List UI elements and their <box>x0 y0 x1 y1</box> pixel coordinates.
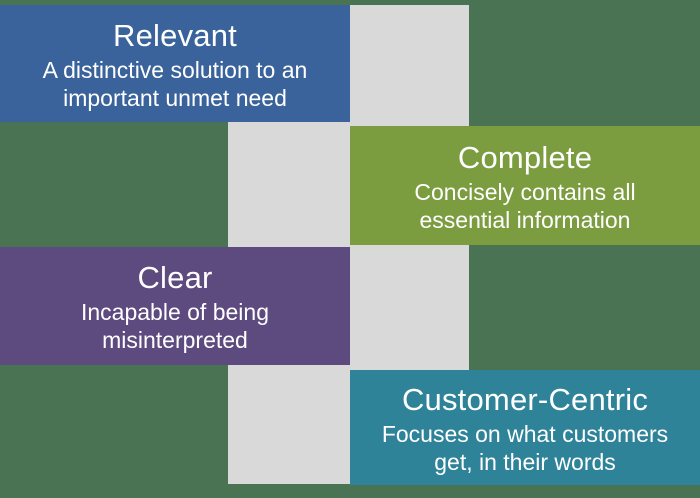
box-complete-subtitle-line1: Concisely contains all <box>414 178 636 205</box>
box-clear-title: Clear <box>137 260 213 295</box>
box-complete-subtitle-line2: essential information <box>419 206 631 233</box>
box-clear: Clear Incapable of being misinterpreted <box>0 247 350 365</box>
box-clear-subtitle-line2: misinterpreted <box>102 327 248 353</box>
box-relevant-subtitle-line2: important unmet need <box>63 84 287 111</box>
box-relevant: Relevant A distinctive solution to an im… <box>0 5 350 122</box>
box-customer-centric-subtitle-line2: get, in their words <box>434 448 616 475</box>
box-relevant-subtitle-line1: A distinctive solution to an <box>42 56 308 83</box>
box-relevant-title: Relevant <box>113 17 237 53</box>
box-customer-centric-title: Customer-Centric <box>401 381 649 417</box>
box-customer-centric-subtitle-line1: Focuses on what customers <box>381 420 669 447</box>
box-complete: Complete Concisely contains all essentia… <box>350 126 700 245</box>
box-complete-title: Complete <box>457 139 593 175</box>
box-customer-centric: Customer-Centric Focuses on what custome… <box>350 370 700 485</box>
box-clear-subtitle-line1: Incapable of being <box>81 299 269 325</box>
